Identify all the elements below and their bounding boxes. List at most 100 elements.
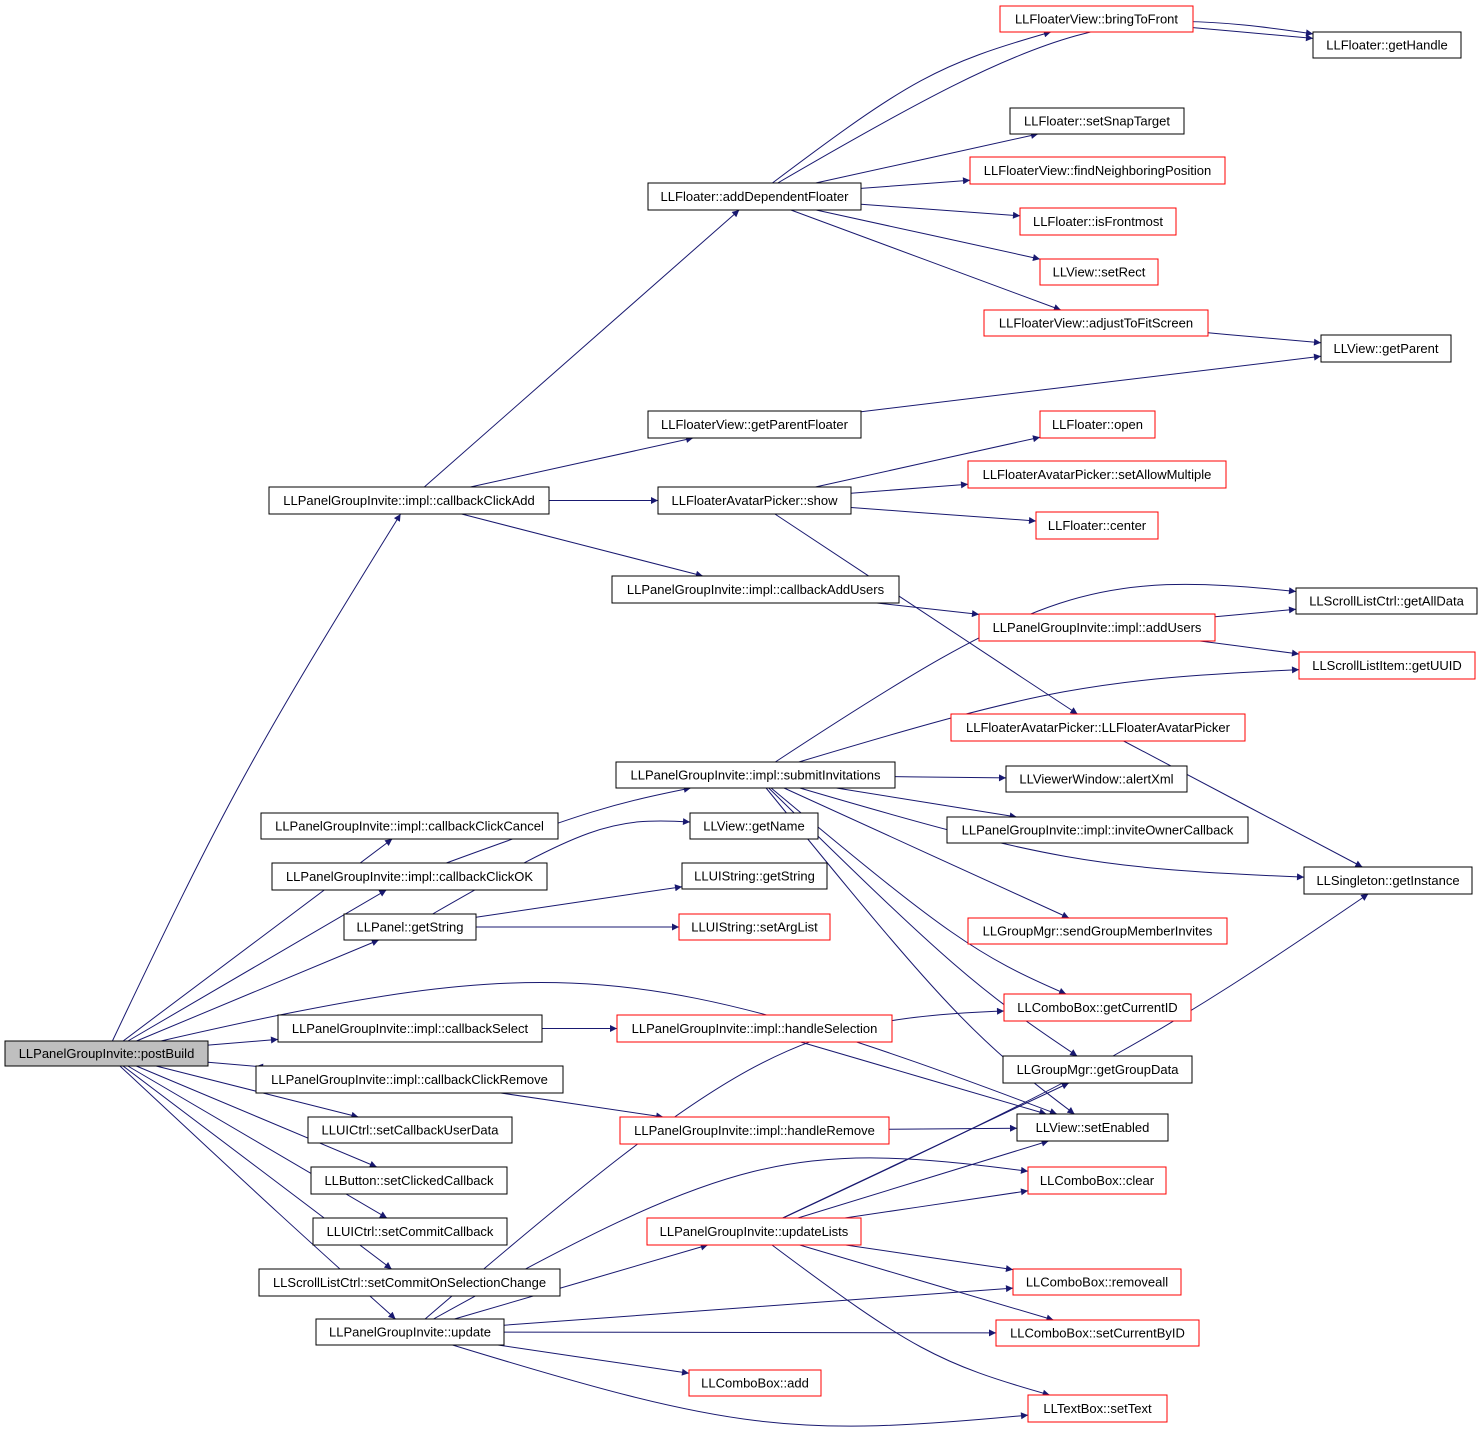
- node-getName[interactable]: LLView::getName: [689, 812, 819, 840]
- node-setCommitCallback[interactable]: LLUICtrl::setCommitCallback: [312, 1217, 508, 1246]
- node-callbackClickRemove[interactable]: LLPanelGroupInvite::impl::callbackClickR…: [255, 1065, 564, 1094]
- node-box[interactable]: [1303, 866, 1473, 895]
- node-box[interactable]: [1027, 1394, 1168, 1423]
- node-sendGroupMemberInvites[interactable]: LLGroupMgr::sendGroupMemberInvites: [967, 917, 1228, 945]
- node-inviteOwnerCallback[interactable]: LLPanelGroupInvite::impl::inviteOwnerCal…: [946, 816, 1249, 844]
- node-box[interactable]: [950, 713, 1246, 742]
- node-setArgList[interactable]: LLUIString::setArgList: [678, 913, 831, 941]
- node-box[interactable]: [315, 1318, 505, 1346]
- node-box[interactable]: [946, 816, 1249, 844]
- node-box[interactable]: [1019, 207, 1177, 236]
- node-box[interactable]: [4, 1040, 209, 1067]
- node-callbackAddUsers[interactable]: LLPanelGroupInvite::impl::callbackAddUse…: [611, 575, 900, 604]
- node-setSnapTarget[interactable]: LLFloater::setSnapTarget: [1009, 107, 1185, 135]
- node-box[interactable]: [969, 156, 1226, 185]
- node-box[interactable]: [1027, 1166, 1167, 1195]
- node-box[interactable]: [307, 1116, 513, 1144]
- node-adjustToFitScreen[interactable]: LLFloaterView::adjustToFitScreen: [983, 309, 1209, 337]
- node-box[interactable]: [1012, 1268, 1182, 1296]
- node-box[interactable]: [1295, 587, 1478, 615]
- node-box[interactable]: [615, 761, 896, 789]
- node-box[interactable]: [678, 913, 831, 941]
- node-callbackClickAdd[interactable]: LLPanelGroupInvite::impl::callbackClickA…: [268, 486, 550, 515]
- node-box[interactable]: [312, 1217, 508, 1246]
- node-alertXml[interactable]: LLViewerWindow::alertXml: [1005, 765, 1188, 793]
- node-handleRemove[interactable]: LLPanelGroupInvite::impl::handleRemove: [619, 1116, 890, 1145]
- node-comboAdd[interactable]: LLComboBox::add: [688, 1369, 822, 1397]
- node-box[interactable]: [310, 1166, 508, 1195]
- node-floaterOpen[interactable]: LLFloater::open: [1039, 410, 1156, 439]
- node-box[interactable]: [255, 1065, 564, 1094]
- node-box[interactable]: [616, 1014, 893, 1043]
- node-box[interactable]: [258, 1268, 561, 1297]
- node-updateLists[interactable]: LLPanelGroupInvite::updateLists: [646, 1217, 862, 1246]
- node-box[interactable]: [688, 1369, 822, 1397]
- node-box[interactable]: [1039, 410, 1156, 439]
- node-floaterCenter[interactable]: LLFloater::center: [1035, 511, 1159, 540]
- node-box[interactable]: [343, 913, 477, 941]
- node-avatarPickerCtor[interactable]: LLFloaterAvatarPicker::LLFloaterAvatarPi…: [950, 713, 1246, 742]
- node-setAllowMultiple[interactable]: LLFloaterAvatarPicker::setAllowMultiple: [967, 460, 1227, 489]
- node-box[interactable]: [277, 1014, 543, 1043]
- node-isFrontmost[interactable]: LLFloater::isFrontmost: [1019, 207, 1177, 236]
- node-box[interactable]: [1002, 1055, 1193, 1084]
- node-update[interactable]: LLPanelGroupInvite::update: [315, 1318, 505, 1346]
- node-box[interactable]: [1312, 31, 1462, 59]
- node-box[interactable]: [1016, 1113, 1169, 1142]
- node-getGroupData[interactable]: LLGroupMgr::getGroupData: [1002, 1055, 1193, 1084]
- node-setRect[interactable]: LLView::setRect: [1039, 258, 1159, 286]
- node-getParent[interactable]: LLView::getParent: [1320, 334, 1452, 363]
- node-box[interactable]: [1320, 334, 1452, 363]
- node-getCurrentID[interactable]: LLComboBox::getCurrentID: [1003, 993, 1192, 1022]
- node-uiGetString[interactable]: LLUIString::getString: [681, 862, 828, 890]
- node-callbackSelect[interactable]: LLPanelGroupInvite::impl::callbackSelect: [277, 1014, 543, 1043]
- node-box[interactable]: [1009, 107, 1185, 135]
- node-box[interactable]: [1003, 993, 1192, 1022]
- node-addUsers[interactable]: LLPanelGroupInvite::impl::addUsers: [978, 613, 1216, 642]
- node-postBuild[interactable]: LLPanelGroupInvite::postBuild: [4, 1040, 209, 1067]
- node-setEnabled[interactable]: LLView::setEnabled: [1016, 1113, 1169, 1142]
- node-getInstance[interactable]: LLSingleton::getInstance: [1303, 866, 1473, 895]
- node-callbackClickCancel[interactable]: LLPanelGroupInvite::impl::callbackClickC…: [260, 812, 559, 840]
- node-box[interactable]: [647, 182, 862, 211]
- node-box[interactable]: [999, 5, 1194, 33]
- node-box[interactable]: [681, 862, 828, 890]
- node-box[interactable]: [995, 1319, 1200, 1347]
- node-setText[interactable]: LLTextBox::setText: [1027, 1394, 1168, 1423]
- node-submitInvitations[interactable]: LLPanelGroupInvite::impl::submitInvitati…: [615, 761, 896, 789]
- node-handleSelection[interactable]: LLPanelGroupInvite::impl::handleSelectio…: [616, 1014, 893, 1043]
- node-box[interactable]: [647, 410, 862, 439]
- node-box[interactable]: [1005, 765, 1188, 793]
- node-getAllData[interactable]: LLScrollListCtrl::getAllData: [1295, 587, 1478, 615]
- node-box[interactable]: [1039, 258, 1159, 286]
- node-box[interactable]: [1035, 511, 1159, 540]
- node-box[interactable]: [967, 917, 1228, 945]
- node-box[interactable]: [619, 1116, 890, 1145]
- node-bringToFront[interactable]: LLFloaterView::bringToFront: [999, 5, 1194, 33]
- node-box[interactable]: [271, 862, 548, 891]
- node-setCallbackUserData[interactable]: LLUICtrl::setCallbackUserData: [307, 1116, 513, 1144]
- node-getParentFloater[interactable]: LLFloaterView::getParentFloater: [647, 410, 862, 439]
- node-box[interactable]: [689, 812, 819, 840]
- node-box[interactable]: [611, 575, 900, 604]
- node-box[interactable]: [646, 1217, 862, 1246]
- node-removeall[interactable]: LLComboBox::removeall: [1012, 1268, 1182, 1296]
- node-box[interactable]: [268, 486, 550, 515]
- node-box[interactable]: [1298, 651, 1476, 680]
- node-getHandle[interactable]: LLFloater::getHandle: [1312, 31, 1462, 59]
- node-addDependentFloater[interactable]: LLFloater::addDependentFloater: [647, 182, 862, 211]
- node-box[interactable]: [978, 613, 1216, 642]
- node-callbackClickOK[interactable]: LLPanelGroupInvite::impl::callbackClickO…: [271, 862, 548, 891]
- node-comboClear[interactable]: LLComboBox::clear: [1027, 1166, 1167, 1195]
- node-findNeighboringPosition[interactable]: LLFloaterView::findNeighboringPosition: [969, 156, 1226, 185]
- node-getUUID[interactable]: LLScrollListItem::getUUID: [1298, 651, 1476, 680]
- node-box[interactable]: [967, 460, 1227, 489]
- node-box[interactable]: [260, 812, 559, 840]
- node-panelGetString[interactable]: LLPanel::getString: [343, 913, 477, 941]
- node-avatarPickerShow[interactable]: LLFloaterAvatarPicker::show: [657, 486, 852, 515]
- node-box[interactable]: [983, 309, 1209, 337]
- node-setCurrentByID[interactable]: LLComboBox::setCurrentByID: [995, 1319, 1200, 1347]
- node-setClickedCallback[interactable]: LLButton::setClickedCallback: [310, 1166, 508, 1195]
- node-box[interactable]: [657, 486, 852, 515]
- node-setCommitOnSelectionChange[interactable]: LLScrollListCtrl::setCommitOnSelectionCh…: [258, 1268, 561, 1297]
